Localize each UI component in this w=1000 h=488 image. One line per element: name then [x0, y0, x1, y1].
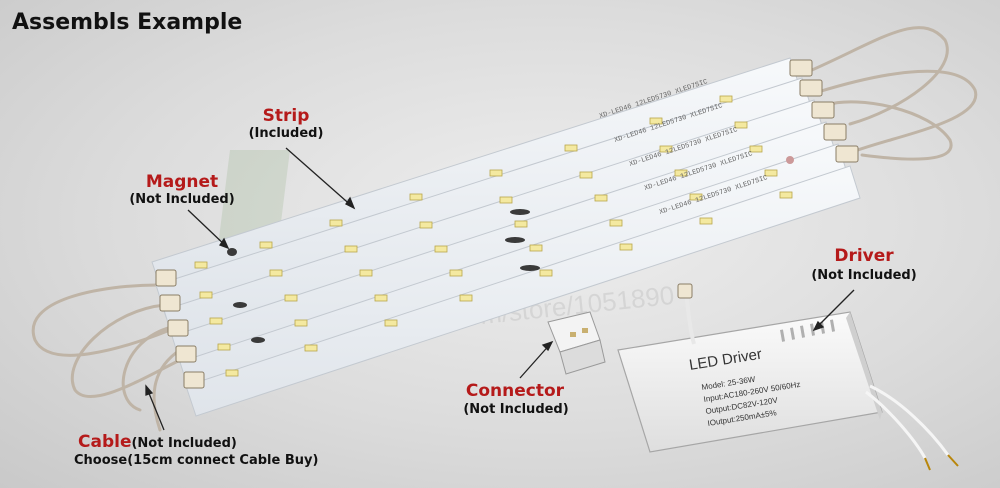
driver-label: Driver — [834, 246, 894, 266]
strip-label: Strip — [262, 106, 310, 126]
cable-note: (Not Included) — [131, 436, 237, 451]
strip-6 — [185, 165, 861, 417]
right-connectors — [789, 59, 859, 163]
cable-loops-right — [810, 26, 978, 161]
strip-note: (Included) — [248, 126, 324, 141]
cable-loops-left — [31, 283, 182, 432]
magnet-label: Magnet — [145, 172, 219, 192]
magnet-note: (Not Included) — [129, 192, 235, 207]
driver-note: (Not Included) — [811, 268, 917, 283]
connector-label: Connector — [465, 381, 565, 401]
cable-label-line: Cable(Not Included) — [78, 432, 237, 452]
strip-pointer — [285, 147, 355, 209]
page-title: Assembls Example — [12, 10, 243, 35]
pointer-lines — [145, 147, 855, 431]
led-strips: XD-LED46 12LED5730 XLED7SIC XD-LED46 12L… — [151, 57, 861, 417]
cable-subtext: Choose(15cm connect Cable Buy) — [74, 453, 319, 468]
led-driver: LED Driver Model: 25-36W Input:AC180-260… — [617, 283, 959, 471]
magnet-pointer — [187, 209, 229, 249]
led-chips — [194, 95, 793, 377]
connector-piece — [547, 311, 606, 375]
magnet-holes — [227, 156, 794, 343]
connector-note: (Not Included) — [463, 402, 569, 417]
cable-label: Cable — [78, 432, 132, 452]
left-connectors — [155, 269, 205, 389]
driver-pointer — [813, 289, 855, 331]
